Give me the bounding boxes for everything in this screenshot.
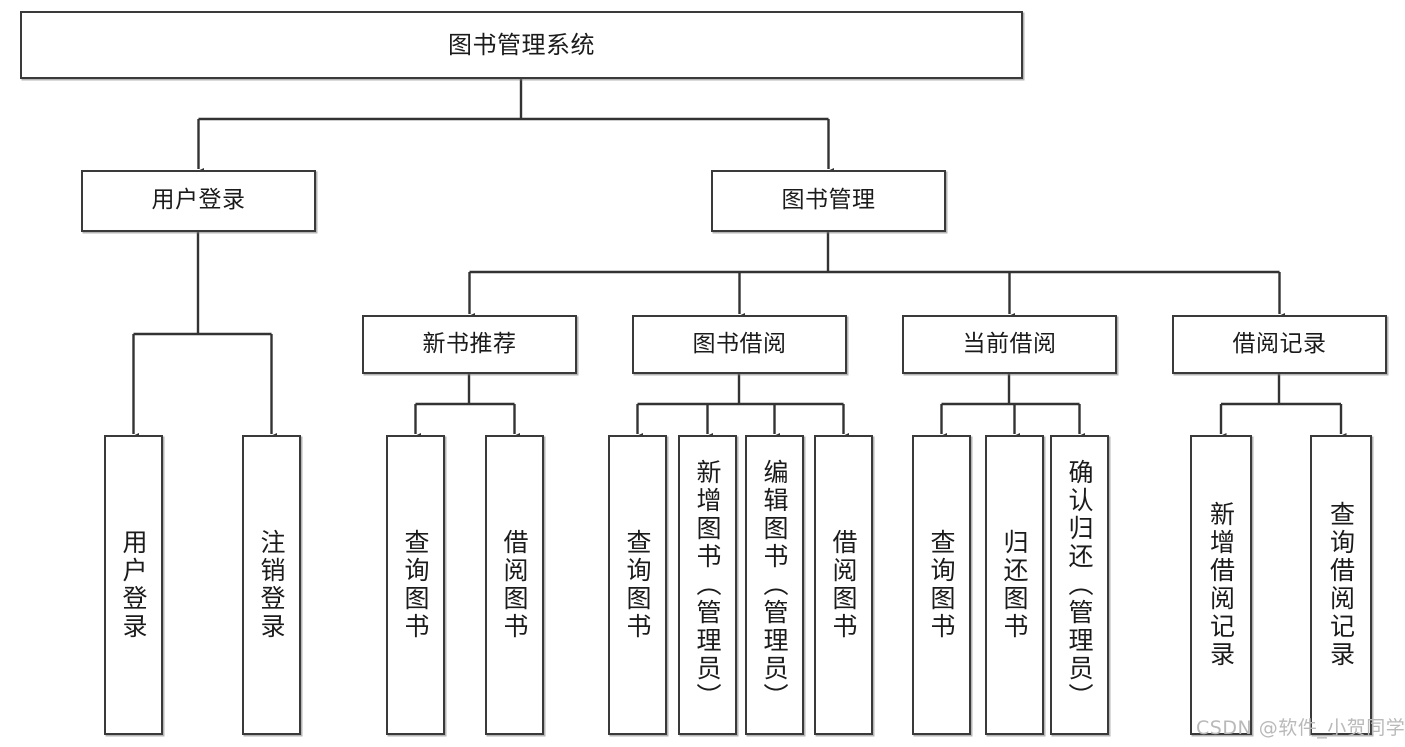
tree-node-n-book[interactable]: 图书管理: [711, 170, 946, 232]
tree-node-n-new[interactable]: 新书推荐: [362, 315, 577, 374]
node-label: 新增图书（管理员）: [693, 459, 722, 711]
tree-node-l-rec-1[interactable]: 新增借阅记录: [1190, 435, 1252, 735]
tree-node-l-new-1[interactable]: 查询图书: [386, 435, 445, 735]
tree-node-l-cur-2[interactable]: 归还图书: [985, 435, 1044, 735]
node-label: 新增借阅记录: [1206, 501, 1236, 669]
root-node[interactable]: 图书管理系统: [20, 11, 1023, 79]
node-label: 查询图书: [927, 529, 956, 641]
node-label: 借阅图书: [500, 529, 529, 641]
tree-node-l-cur-1[interactable]: 查询图书: [912, 435, 971, 735]
tree-node-n-record[interactable]: 借阅记录: [1172, 315, 1387, 374]
tree-node-l-cur-3[interactable]: 确认归还（管理员）: [1050, 435, 1109, 735]
tree-node-l-rec-2[interactable]: 查询借阅记录: [1310, 435, 1372, 735]
node-label: 图书管理: [781, 187, 876, 214]
node-label: 用户登录: [119, 529, 148, 641]
node-label: 归还图书: [1000, 529, 1029, 641]
tree-node-l-bor-4[interactable]: 借阅图书: [814, 435, 873, 735]
node-label: 借阅记录: [1232, 330, 1327, 357]
tree-node-l-login-1[interactable]: 用户登录: [104, 435, 163, 735]
tree-node-l-new-2[interactable]: 借阅图书: [485, 435, 544, 735]
tree-node-l-bor-1[interactable]: 查询图书: [608, 435, 667, 735]
node-label: 查询借阅记录: [1326, 501, 1356, 669]
node-label: 借阅图书: [829, 529, 858, 641]
node-label: 当前借阅: [962, 330, 1057, 357]
tree-node-n-current[interactable]: 当前借阅: [902, 315, 1117, 374]
tree-node-l-login-2[interactable]: 注销登录: [242, 435, 301, 735]
node-label: 新书推荐: [422, 330, 517, 357]
tree-node-n-borrow[interactable]: 图书借阅: [632, 315, 847, 374]
node-label: 查询图书: [401, 529, 430, 641]
tree-node-n-login[interactable]: 用户登录: [81, 170, 316, 232]
node-label: 用户登录: [151, 187, 246, 214]
node-label: 图书管理系统: [448, 30, 595, 59]
tree-node-l-bor-3[interactable]: 编辑图书（管理员）: [745, 435, 804, 735]
node-label: 编辑图书（管理员）: [760, 459, 789, 711]
node-label: 确认归还（管理员）: [1065, 459, 1094, 711]
node-label: 注销登录: [257, 529, 286, 641]
watermark: CSDN @软件_小贺同学: [1196, 717, 1405, 739]
node-label: 查询图书: [623, 529, 652, 641]
node-label: 图书借阅: [692, 330, 787, 357]
connector-lines: [128, 79, 1347, 443]
tree-node-l-bor-2[interactable]: 新增图书（管理员）: [678, 435, 737, 735]
